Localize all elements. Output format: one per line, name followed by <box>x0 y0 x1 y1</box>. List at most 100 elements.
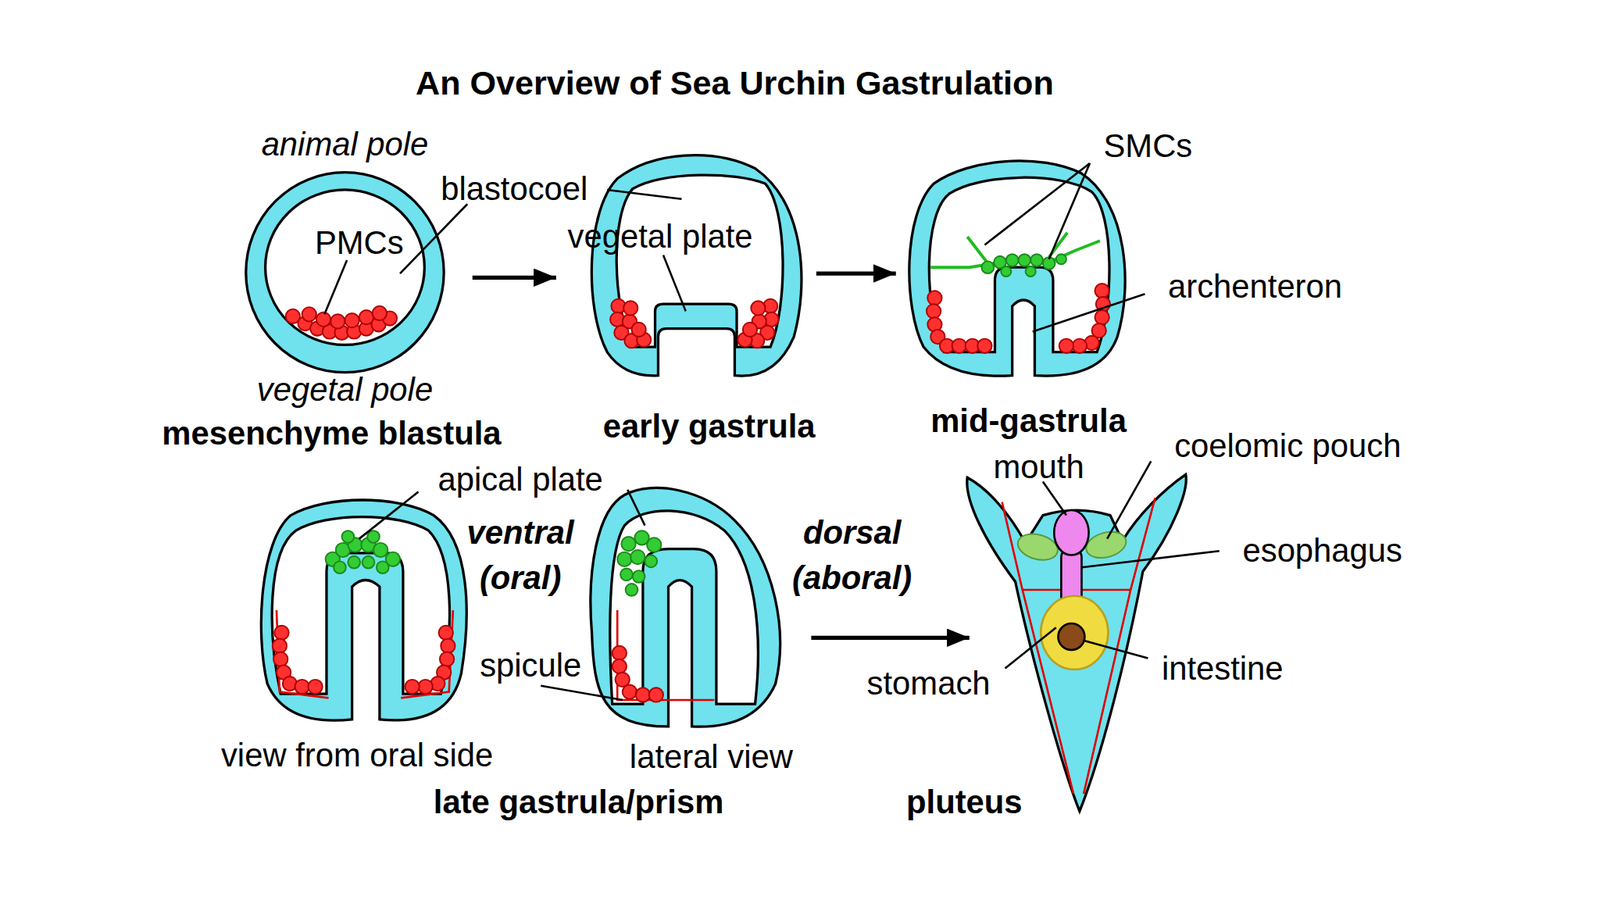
pmc-cells <box>1094 310 1109 325</box>
stage-label: pluteus <box>906 783 1023 822</box>
pmc-cells <box>623 300 638 315</box>
stage-label: lateral view <box>629 738 793 776</box>
part-label: archenteron <box>1167 267 1343 306</box>
apical-plate-cells <box>625 583 639 597</box>
prism-lateral-embryo <box>590 487 781 727</box>
stage-node: mid-gastrula <box>896 153 1141 383</box>
mouth-shape <box>1053 510 1089 555</box>
part-label: vegetal plate <box>567 217 754 256</box>
pmc-cells <box>372 306 387 321</box>
mid-gastrula-embryo <box>909 160 1125 376</box>
smc-cells <box>1030 253 1043 267</box>
apical-plate-cells <box>373 542 388 558</box>
pmc-cells <box>926 303 941 318</box>
early-gastrula-embryo <box>616 175 783 347</box>
apical-plate-cells <box>621 536 636 551</box>
pmc-cells <box>649 687 664 702</box>
part-label: mouth <box>993 448 1085 486</box>
stage-label: view from oral side <box>221 735 493 774</box>
pmc-cells <box>330 314 345 329</box>
smc-cells <box>1025 266 1036 277</box>
coelomic-pouch-shape <box>1083 528 1130 563</box>
pmc-cells <box>612 646 664 703</box>
leader-line <box>1107 460 1151 539</box>
stage-label: mesenchyme blastula <box>161 414 501 453</box>
pmc-cells <box>742 322 758 337</box>
blastula-embryo <box>265 189 425 346</box>
pluteus-larva <box>967 474 1186 811</box>
early-gastrula-embryo <box>591 155 802 377</box>
prism-oral-embryo <box>260 500 467 721</box>
pmc-cells <box>977 339 992 354</box>
stage-label: late gastrula/prism <box>433 783 725 822</box>
pmc-cells <box>635 687 650 702</box>
pmc-cells <box>418 679 433 694</box>
pmc-cells <box>439 625 454 640</box>
stage-label: early gastrula <box>603 407 816 446</box>
pmc-cells <box>1072 339 1087 354</box>
stage-node: early gastrula <box>556 150 817 384</box>
part-label: esophagus <box>1242 532 1403 570</box>
apical-plate-cells <box>367 530 380 543</box>
apical-plate-cells <box>376 560 390 574</box>
apical-plate-cells <box>342 530 355 543</box>
stage-node: view from oral side <box>255 494 470 729</box>
smc-filopodia <box>930 232 1100 268</box>
pmc-cells <box>612 659 627 674</box>
smc-filopodia <box>967 236 988 264</box>
part-label: vegetal pole <box>257 371 433 409</box>
pmc-cells <box>307 679 322 694</box>
stage-arrow <box>810 635 969 640</box>
pmc-cells <box>622 684 637 699</box>
pmc-cells <box>272 639 287 654</box>
early-gastrula-embryo <box>591 155 802 377</box>
leader-line <box>324 260 347 315</box>
pmc-cells <box>273 652 288 667</box>
smc-cells <box>1000 266 1011 277</box>
part-label: spicule <box>479 646 582 685</box>
pmc-cells <box>952 339 967 354</box>
part-label: blastocoel <box>440 170 588 208</box>
leader-line <box>1049 163 1090 260</box>
stage-arrow <box>816 271 897 275</box>
apical-plate-cells <box>333 560 347 574</box>
spicule-rod <box>617 610 715 700</box>
pmc-cells <box>359 310 374 325</box>
leader-line <box>400 203 468 274</box>
prism-oral-embryo <box>271 517 450 695</box>
prism-lateral-embryo <box>610 510 759 704</box>
pmc-cells <box>926 283 1111 354</box>
apical-plate-cells <box>362 556 375 569</box>
leader-line <box>1084 640 1148 658</box>
stage-label: mid-gastrula <box>930 402 1127 440</box>
pmc-cells <box>344 313 359 328</box>
leader-line <box>1081 550 1219 568</box>
stage-node: lateral view <box>586 483 786 733</box>
leader-line <box>984 163 1090 245</box>
pmc-cells <box>750 300 765 315</box>
diagram-title: An Overview of Sea Urchin Gastrulation <box>415 64 1054 104</box>
spicule-rod <box>617 610 715 700</box>
part-label: animal pole <box>261 125 429 164</box>
apical-plate-cells <box>617 552 632 567</box>
spicule-rod <box>276 610 454 698</box>
smc-cells <box>981 253 1066 277</box>
leader-line <box>1005 627 1057 668</box>
leader-line <box>359 492 419 540</box>
apical-plate-cells <box>646 537 661 552</box>
part-label: coelomic pouch <box>1174 427 1401 465</box>
pmc-cells <box>440 639 455 654</box>
blastula-embryo <box>246 172 444 373</box>
blastula-embryo <box>246 172 444 373</box>
pmc-cells <box>405 679 420 694</box>
pmc-cells <box>927 290 942 305</box>
pluteus-larva <box>967 474 1186 811</box>
stage-node: pluteus <box>969 469 1194 817</box>
skeletal-rod <box>1002 497 1156 794</box>
apical-plate-cells <box>617 530 661 597</box>
mouth-shape <box>1053 510 1089 555</box>
intestine-shape <box>1057 623 1085 650</box>
mid-gastrula-embryo <box>909 160 1125 376</box>
mid-gastrula-embryo <box>928 177 1110 352</box>
